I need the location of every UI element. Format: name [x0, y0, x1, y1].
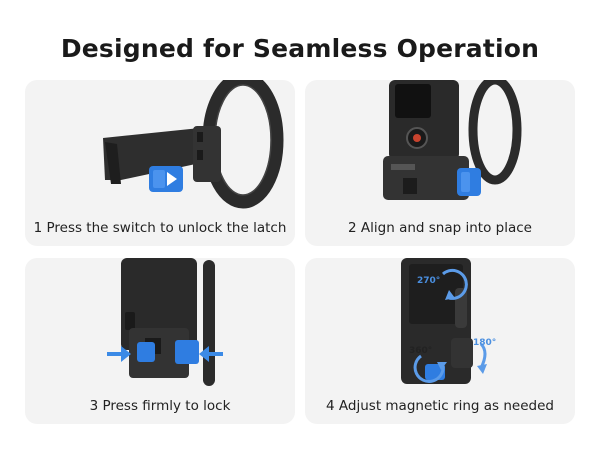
adjust-ring-illustration [305, 258, 575, 390]
page-title: Designed for Seamless Operation [60, 34, 540, 63]
step-card-4: 270° 360° 180° 4 Adjust magnetic ring as… [305, 258, 575, 424]
step-caption-2: 2 Align and snap into place [348, 220, 532, 236]
step-caption-3: 3 Press firmly to lock [89, 398, 231, 414]
unlock-latch-illustration [25, 80, 295, 212]
step-card-3: 3 Press firmly to lock [25, 258, 295, 424]
rotation-label-360: 360° [409, 346, 433, 356]
press-to-lock-illustration [25, 258, 295, 390]
rotation-label-180: 180° [473, 338, 497, 348]
step-caption-4: 4 Adjust magnetic ring as needed [326, 398, 554, 414]
step-caption-1: 1 Press the switch to unlock the latch [33, 220, 287, 236]
snap-into-place-illustration [305, 80, 575, 212]
step-card-1: 1 Press the switch to unlock the latch [25, 80, 295, 246]
step-card-2: 2 Align and snap into place [305, 80, 575, 246]
rotation-label-270: 270° [417, 276, 441, 286]
